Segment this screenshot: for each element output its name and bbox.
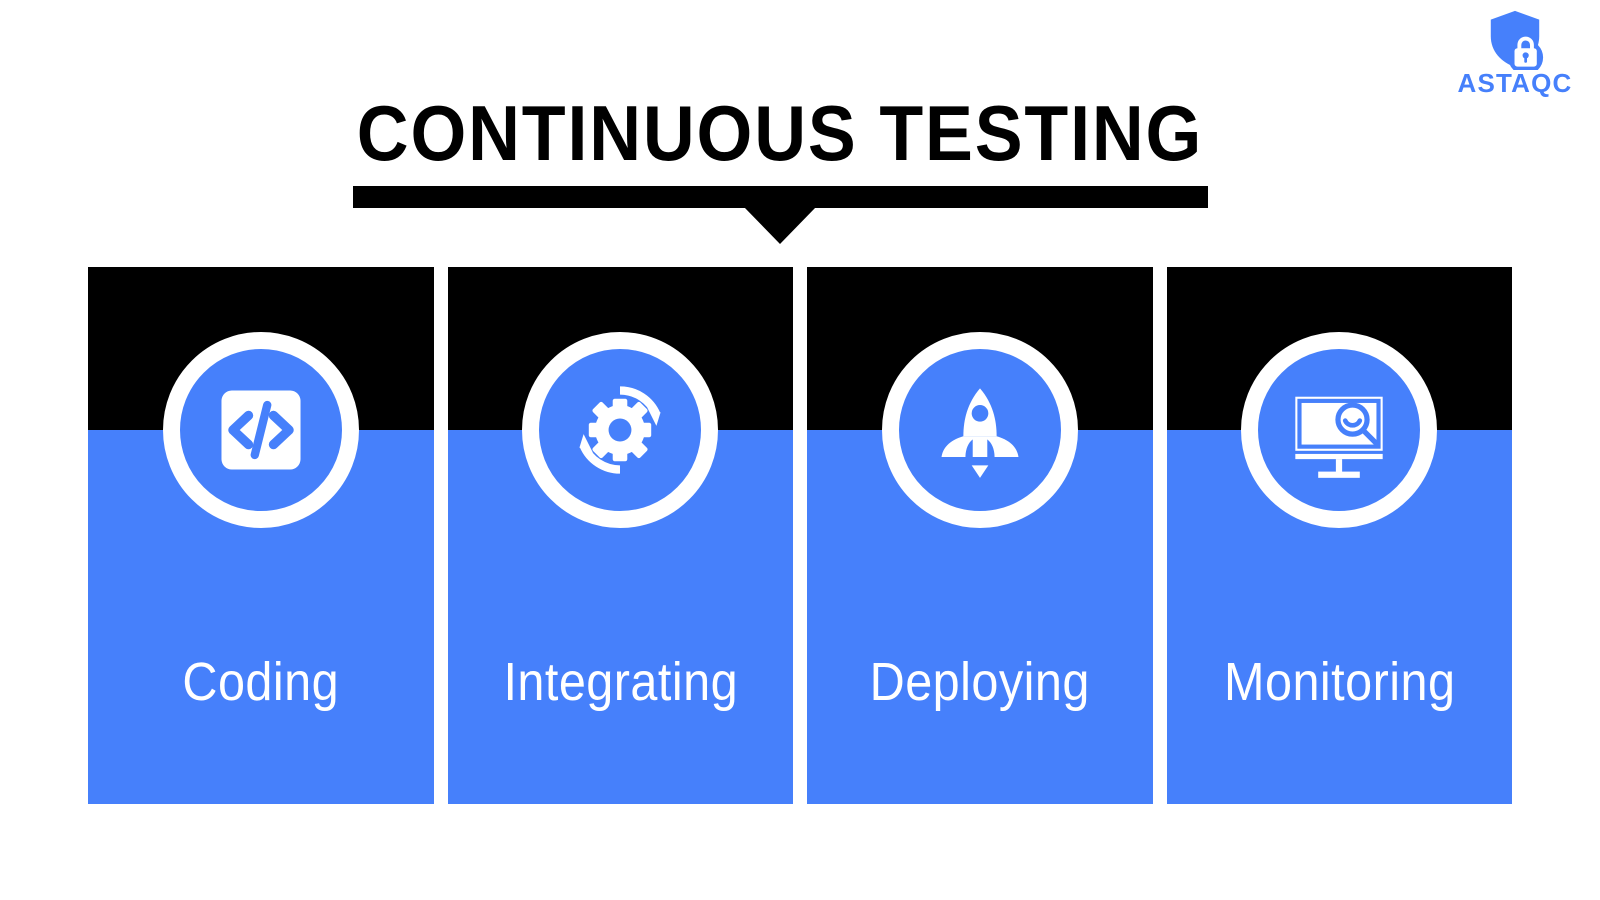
code-brackets-icon	[162, 332, 359, 528]
rocket-icon	[881, 332, 1078, 528]
brand-name: ASTAQC	[1457, 68, 1573, 98]
stage-label: Deploying	[869, 652, 1090, 712]
stage-card-integrating[interactable]: Integrating	[447, 267, 793, 804]
stage-card-monitoring[interactable]: Monitoring	[1166, 267, 1512, 804]
stage-label: Integrating	[502, 652, 738, 712]
stage-card-coding[interactable]: Coding	[88, 267, 434, 804]
stage-card-deploying[interactable]: Deploying	[807, 267, 1153, 804]
stage-label: Monitoring	[1223, 652, 1455, 712]
shield-lock-icon	[1440, 8, 1590, 70]
triangle-down-icon	[744, 207, 816, 244]
stage-label: Coding	[182, 652, 340, 712]
title-underline-bar	[353, 186, 1208, 208]
page-title: CONTINUOUS TESTING	[356, 89, 1204, 177]
monitor-magnifier-icon	[1241, 332, 1438, 528]
stage-card-list: Coding	[88, 267, 1512, 804]
gear-refresh-icon	[522, 332, 719, 528]
brand-logo: ASTAQC	[1440, 8, 1590, 108]
